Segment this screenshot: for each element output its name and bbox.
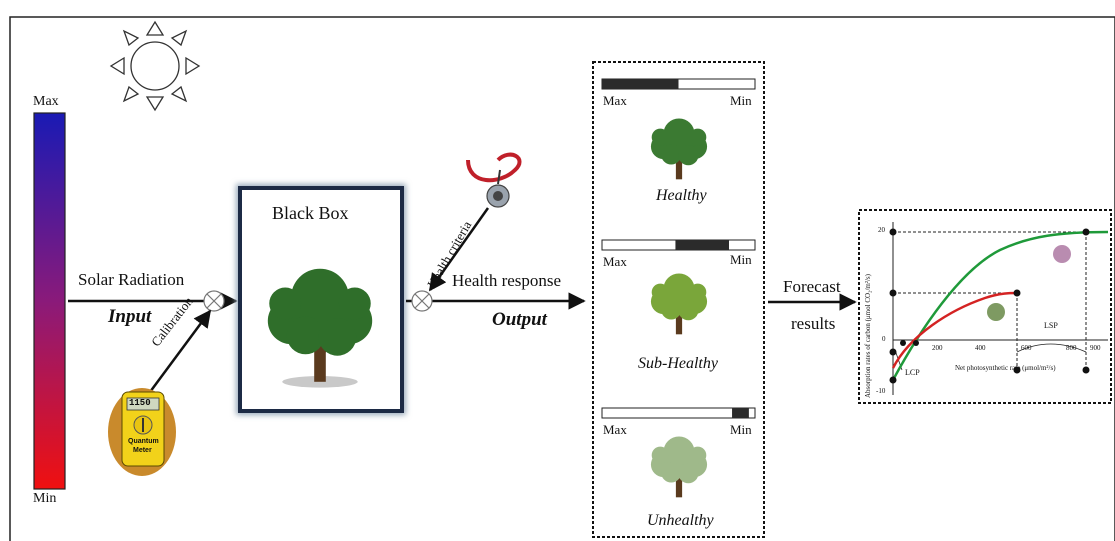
x-tick-200: 200 [932, 344, 943, 352]
unhealthy-max-label: Max [603, 422, 627, 437]
red-response-curve [891, 291, 1018, 369]
sub-healthy-tree-icon [649, 272, 709, 336]
x-tick-600: 600 [1021, 344, 1032, 352]
summing-junction-left [203, 290, 225, 312]
solar-radiation-label: Solar Radiation [78, 270, 185, 289]
output-label: Output [492, 309, 547, 330]
radiation-color-scale [33, 112, 66, 490]
curve-key-points [889, 228, 1090, 384]
unhealthy-label: Unhealthy [647, 512, 714, 529]
healthy-min-label: Min [730, 93, 752, 108]
healthy-label: Healthy [656, 187, 707, 204]
meter-reading: 1150 [129, 398, 151, 408]
unhealthy-min-label: Min [730, 422, 752, 437]
y-tick-20: 20 [878, 226, 885, 234]
input-label: Input [108, 306, 152, 327]
scale-min-label: Min [33, 491, 57, 506]
health-states-panel [592, 61, 765, 538]
meter-label-2: Meter [133, 447, 152, 454]
health-level-bars [601, 78, 756, 419]
x-tick-800: 800 [1066, 344, 1077, 352]
results-label: results [791, 314, 836, 333]
lsp-label: LSP [1044, 321, 1058, 330]
leaf-sample-icon-2 [987, 303, 1005, 321]
light-curve-panel [858, 209, 1112, 404]
level-bar-frame [601, 407, 756, 419]
level-bar-fill [602, 79, 679, 89]
outer-frame [9, 16, 1115, 541]
x-tick-900: 900 [1090, 344, 1101, 352]
healthy-tree-icon [649, 117, 709, 181]
calibration-arrow [148, 309, 212, 393]
scale-max-label: Max [33, 94, 59, 109]
level-bar-fill [732, 408, 749, 418]
unhealthy-tree-icon [649, 435, 709, 499]
curve-y-axis-label: Absorption rates of carbon (μmol CO₂/m²/… [864, 274, 872, 398]
health-response-label: Health response [452, 271, 562, 290]
level-bar-fill [675, 240, 729, 250]
curve-x-axis-label: Net photosynthetic rate (μmol/m²/s) [955, 364, 1056, 372]
sub-healthy-min-label: Min [730, 252, 752, 267]
summing-junction-right [411, 290, 433, 312]
stethoscope-icon [466, 152, 522, 208]
sub-healthy-max-label: Max [603, 254, 627, 269]
black-box-title: Black Box [272, 203, 349, 223]
x-tick-400: 400 [975, 344, 986, 352]
leaf-sample-icon-1 [1053, 245, 1071, 263]
black-box-tree-icon [268, 269, 372, 388]
sub-healthy-label: Sub-Healthy [638, 355, 718, 372]
health-criteria-arrow [428, 207, 490, 292]
meter-label-1: Quantum [128, 438, 159, 445]
sun-icon [109, 20, 201, 112]
forecast-label: Forecast [783, 277, 841, 296]
healthy-max-label: Max [603, 93, 627, 108]
lcp-label: LCP [905, 368, 920, 377]
quantum-meter-icon [108, 388, 176, 476]
y-tick-neg10: -10 [876, 387, 886, 395]
y-tick-0: 0 [882, 335, 886, 343]
